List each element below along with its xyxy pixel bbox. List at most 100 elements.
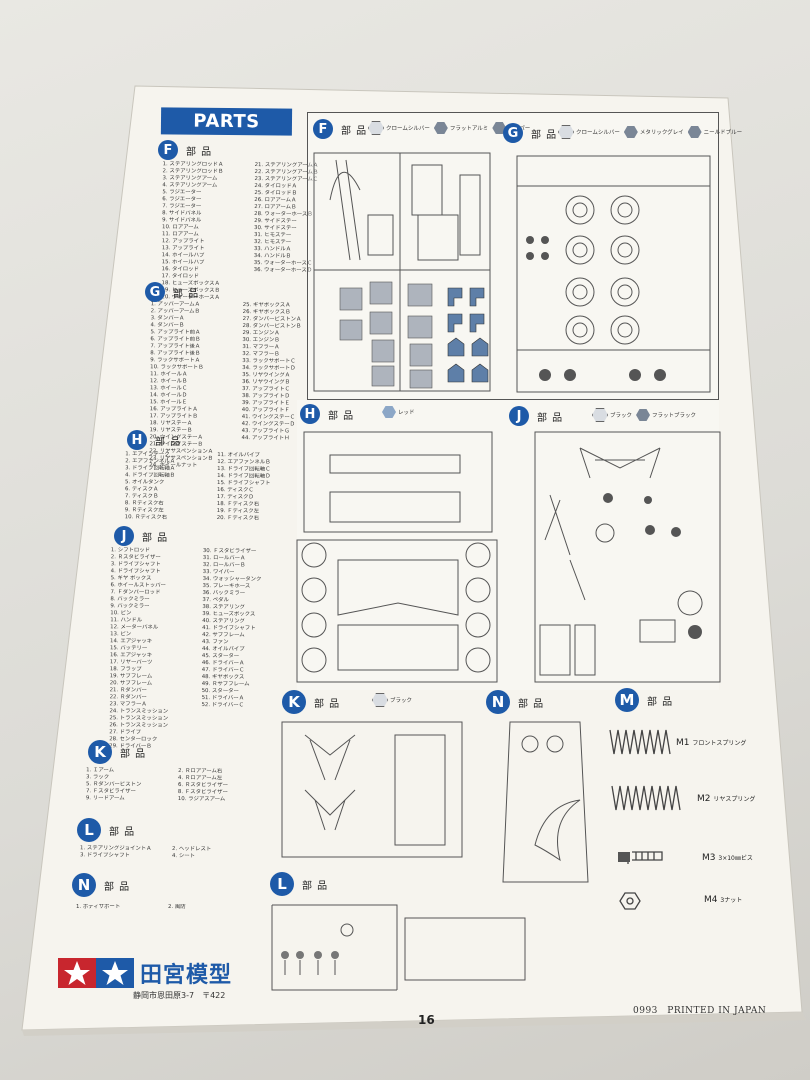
- swatch-label: クロームシルバー: [386, 126, 430, 132]
- section-badge: K: [88, 740, 112, 764]
- parts-list-row: 1. ボディサポート 2. 風防: [76, 904, 248, 911]
- hex-color-icon: [382, 406, 396, 418]
- frame-badge: L: [270, 872, 294, 896]
- swatch: ブラック: [372, 693, 412, 707]
- m-part-code: M2: [697, 794, 711, 804]
- brand-name: 田宮模型: [140, 963, 233, 988]
- frame-g-header: G 部 品: [503, 123, 557, 143]
- swatch: クロームシルバー: [368, 121, 430, 135]
- section-badge: L: [77, 818, 101, 842]
- m2-label: M2 リヤスプリング: [697, 794, 755, 804]
- m-part-name: 3ナット: [720, 897, 743, 904]
- hex-color-icon: [372, 693, 388, 707]
- section-label: 部 品: [186, 146, 213, 158]
- nut-icon: [619, 892, 641, 910]
- print-code: 0993: [633, 1006, 658, 1016]
- section-n-header: N 部 品: [72, 873, 130, 897]
- section-badge: G: [145, 282, 165, 302]
- m-part-code: M1: [676, 738, 690, 748]
- swatch-label: ニールドブルー: [703, 130, 743, 136]
- section-badge: J: [114, 526, 134, 546]
- m-part-code: M4: [704, 895, 718, 905]
- frame-badge: G: [503, 123, 523, 143]
- m-part-name: 3×10㎜ビス: [718, 855, 753, 862]
- swatch-label: フラットブラック: [652, 413, 697, 419]
- m1-label: M1 フロントスプリング: [676, 738, 746, 748]
- swatch-label: ブラック: [610, 413, 633, 419]
- section-label: 部 品: [104, 881, 131, 893]
- frame-k-header: K 部 品: [282, 690, 340, 714]
- printed-note: 0993 PRINTED IN JAPAN: [633, 1006, 766, 1016]
- swatch: ブラック: [592, 408, 632, 422]
- part-entry: 1. ボディサポート: [76, 904, 121, 910]
- frame-badge: M: [615, 688, 639, 712]
- frame-badge: J: [509, 406, 529, 426]
- frame-f-header: F 部 品: [313, 119, 367, 139]
- swatch-label: フラットアルミ: [449, 126, 489, 132]
- section-g-header: G 部 品: [145, 282, 199, 302]
- frame-badge: N: [486, 690, 510, 714]
- hex-color-icon: [592, 408, 608, 422]
- frame-label: 部 品: [314, 698, 341, 710]
- m3-label: M3 3×10㎜ビス: [702, 853, 753, 863]
- m-part-name: リヤスプリング: [713, 796, 756, 803]
- frame-label: 部 品: [328, 410, 355, 422]
- swatch-label: ブラック: [390, 698, 413, 704]
- section-label: 部 品: [155, 436, 182, 448]
- frame-label: 部 品: [302, 880, 329, 892]
- swatches-j: ブラック フラットブラック: [592, 408, 696, 422]
- section-l-header: L 部 品: [77, 818, 135, 842]
- frame-h-header: H 部 品: [300, 404, 354, 424]
- frame-label: 部 品: [537, 412, 564, 424]
- hex-color-icon: [558, 125, 574, 139]
- section-j-header: J 部 品: [114, 526, 168, 546]
- rear-spring-icon: [611, 785, 681, 811]
- frame-n-header: N 部 品: [486, 690, 544, 714]
- swatch-label: メタリックグレイ: [639, 130, 684, 136]
- frame-label: 部 品: [647, 696, 674, 708]
- section-k-header: K 部 品: [88, 740, 146, 764]
- frame-badge: F: [313, 119, 333, 139]
- section-badge: H: [127, 430, 147, 450]
- frame-badge: K: [282, 690, 306, 714]
- swatch: メタリックグレイ: [623, 126, 684, 138]
- tamiya-star-logo: [58, 958, 134, 988]
- section-label: 部 品: [142, 532, 169, 544]
- m-part-code: M3: [702, 853, 716, 863]
- swatch: フラットブラック: [636, 409, 696, 421]
- frame-label: 部 品: [531, 129, 558, 141]
- page-number: 16: [418, 1013, 435, 1027]
- swatch: ニールドブルー: [687, 126, 743, 138]
- tamiya-brand: 田宮模型: [58, 957, 232, 989]
- m-part-name: フロントスプリング: [692, 740, 747, 747]
- swatch-label: クロームシルバー: [576, 130, 620, 136]
- frame-label: 部 品: [341, 125, 368, 137]
- frame-badge: H: [300, 404, 320, 424]
- hex-color-icon: [623, 126, 638, 138]
- part-entry: 2. 風防: [168, 904, 186, 910]
- hex-color-icon: [492, 122, 507, 134]
- swatch-label: レッド: [398, 410, 415, 416]
- section-label: 部 品: [120, 748, 147, 760]
- section-f-header: F 部 品: [158, 140, 212, 160]
- section-badge: N: [72, 873, 96, 897]
- company-address: 静岡市恩田原3-7 〒422: [133, 991, 226, 1000]
- frame-l-header: L 部 品: [270, 872, 328, 896]
- swatches-h: レッド: [382, 406, 415, 418]
- section-label: 部 品: [109, 826, 136, 838]
- swatches-g: クロームシルバー メタリックグレイ ニールドブルー: [558, 125, 742, 139]
- hex-color-icon: [368, 121, 384, 135]
- section-badge: F: [158, 140, 178, 160]
- swatch: レッド: [382, 406, 415, 418]
- hex-color-icon: [433, 122, 448, 134]
- swatch: クロームシルバー: [558, 125, 620, 139]
- frame-label: 部 品: [518, 698, 545, 710]
- hex-color-icon: [687, 126, 702, 138]
